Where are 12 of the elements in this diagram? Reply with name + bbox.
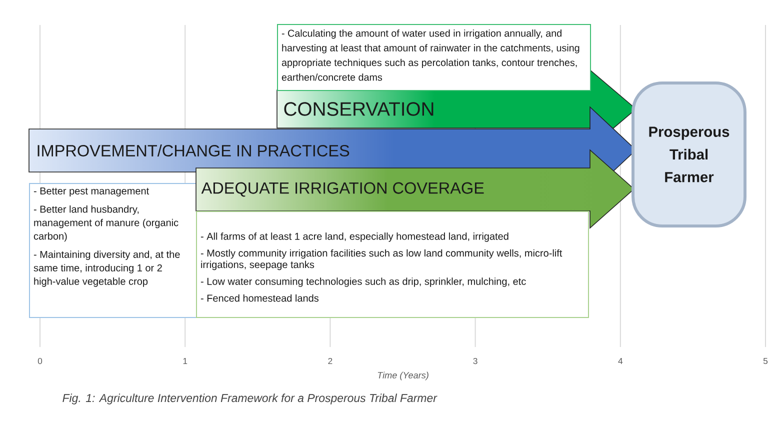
axis-title: Time (Years) bbox=[378, 372, 428, 380]
tick-label: 2 bbox=[328, 358, 332, 364]
text-box: - Better pest management - Better land husbandry, management of manure (organic carbon) - Maintaining diversity and, at the same time, introducing 1 or 2 high-value vegetable crop bbox=[29, 183, 197, 318]
tick-label: 5 bbox=[763, 358, 768, 364]
tick-label: 3 bbox=[473, 358, 478, 364]
rounded-box: Prosperous Tribal Farmer bbox=[632, 82, 746, 228]
text-box: - Calculating the amount of water used in irrigation annually, and harvesting at least that amount of rainwater in the catchments, using appropriate techniques such as percolation tanks, contour trenches, earthen/concrete dams bbox=[277, 24, 591, 91]
tick-label: 1 bbox=[183, 358, 188, 364]
text-box: - All farms of at least 1 acre land, especially homestead land, irrigated - Mostly community irrigation facilities such as low land community wells, micro-lift irrigations, seepage tanks - Low water consuming technologies such as drip, sprinkler, mulching, etc - Fenced homestead lands bbox=[196, 211, 589, 318]
tick-label: 0 bbox=[38, 358, 42, 364]
caption: Fig. 1: Agriculture Intervention Framework for a Prosperous Tribal Farmer bbox=[62, 394, 438, 404]
tick-label: 4 bbox=[618, 358, 623, 364]
